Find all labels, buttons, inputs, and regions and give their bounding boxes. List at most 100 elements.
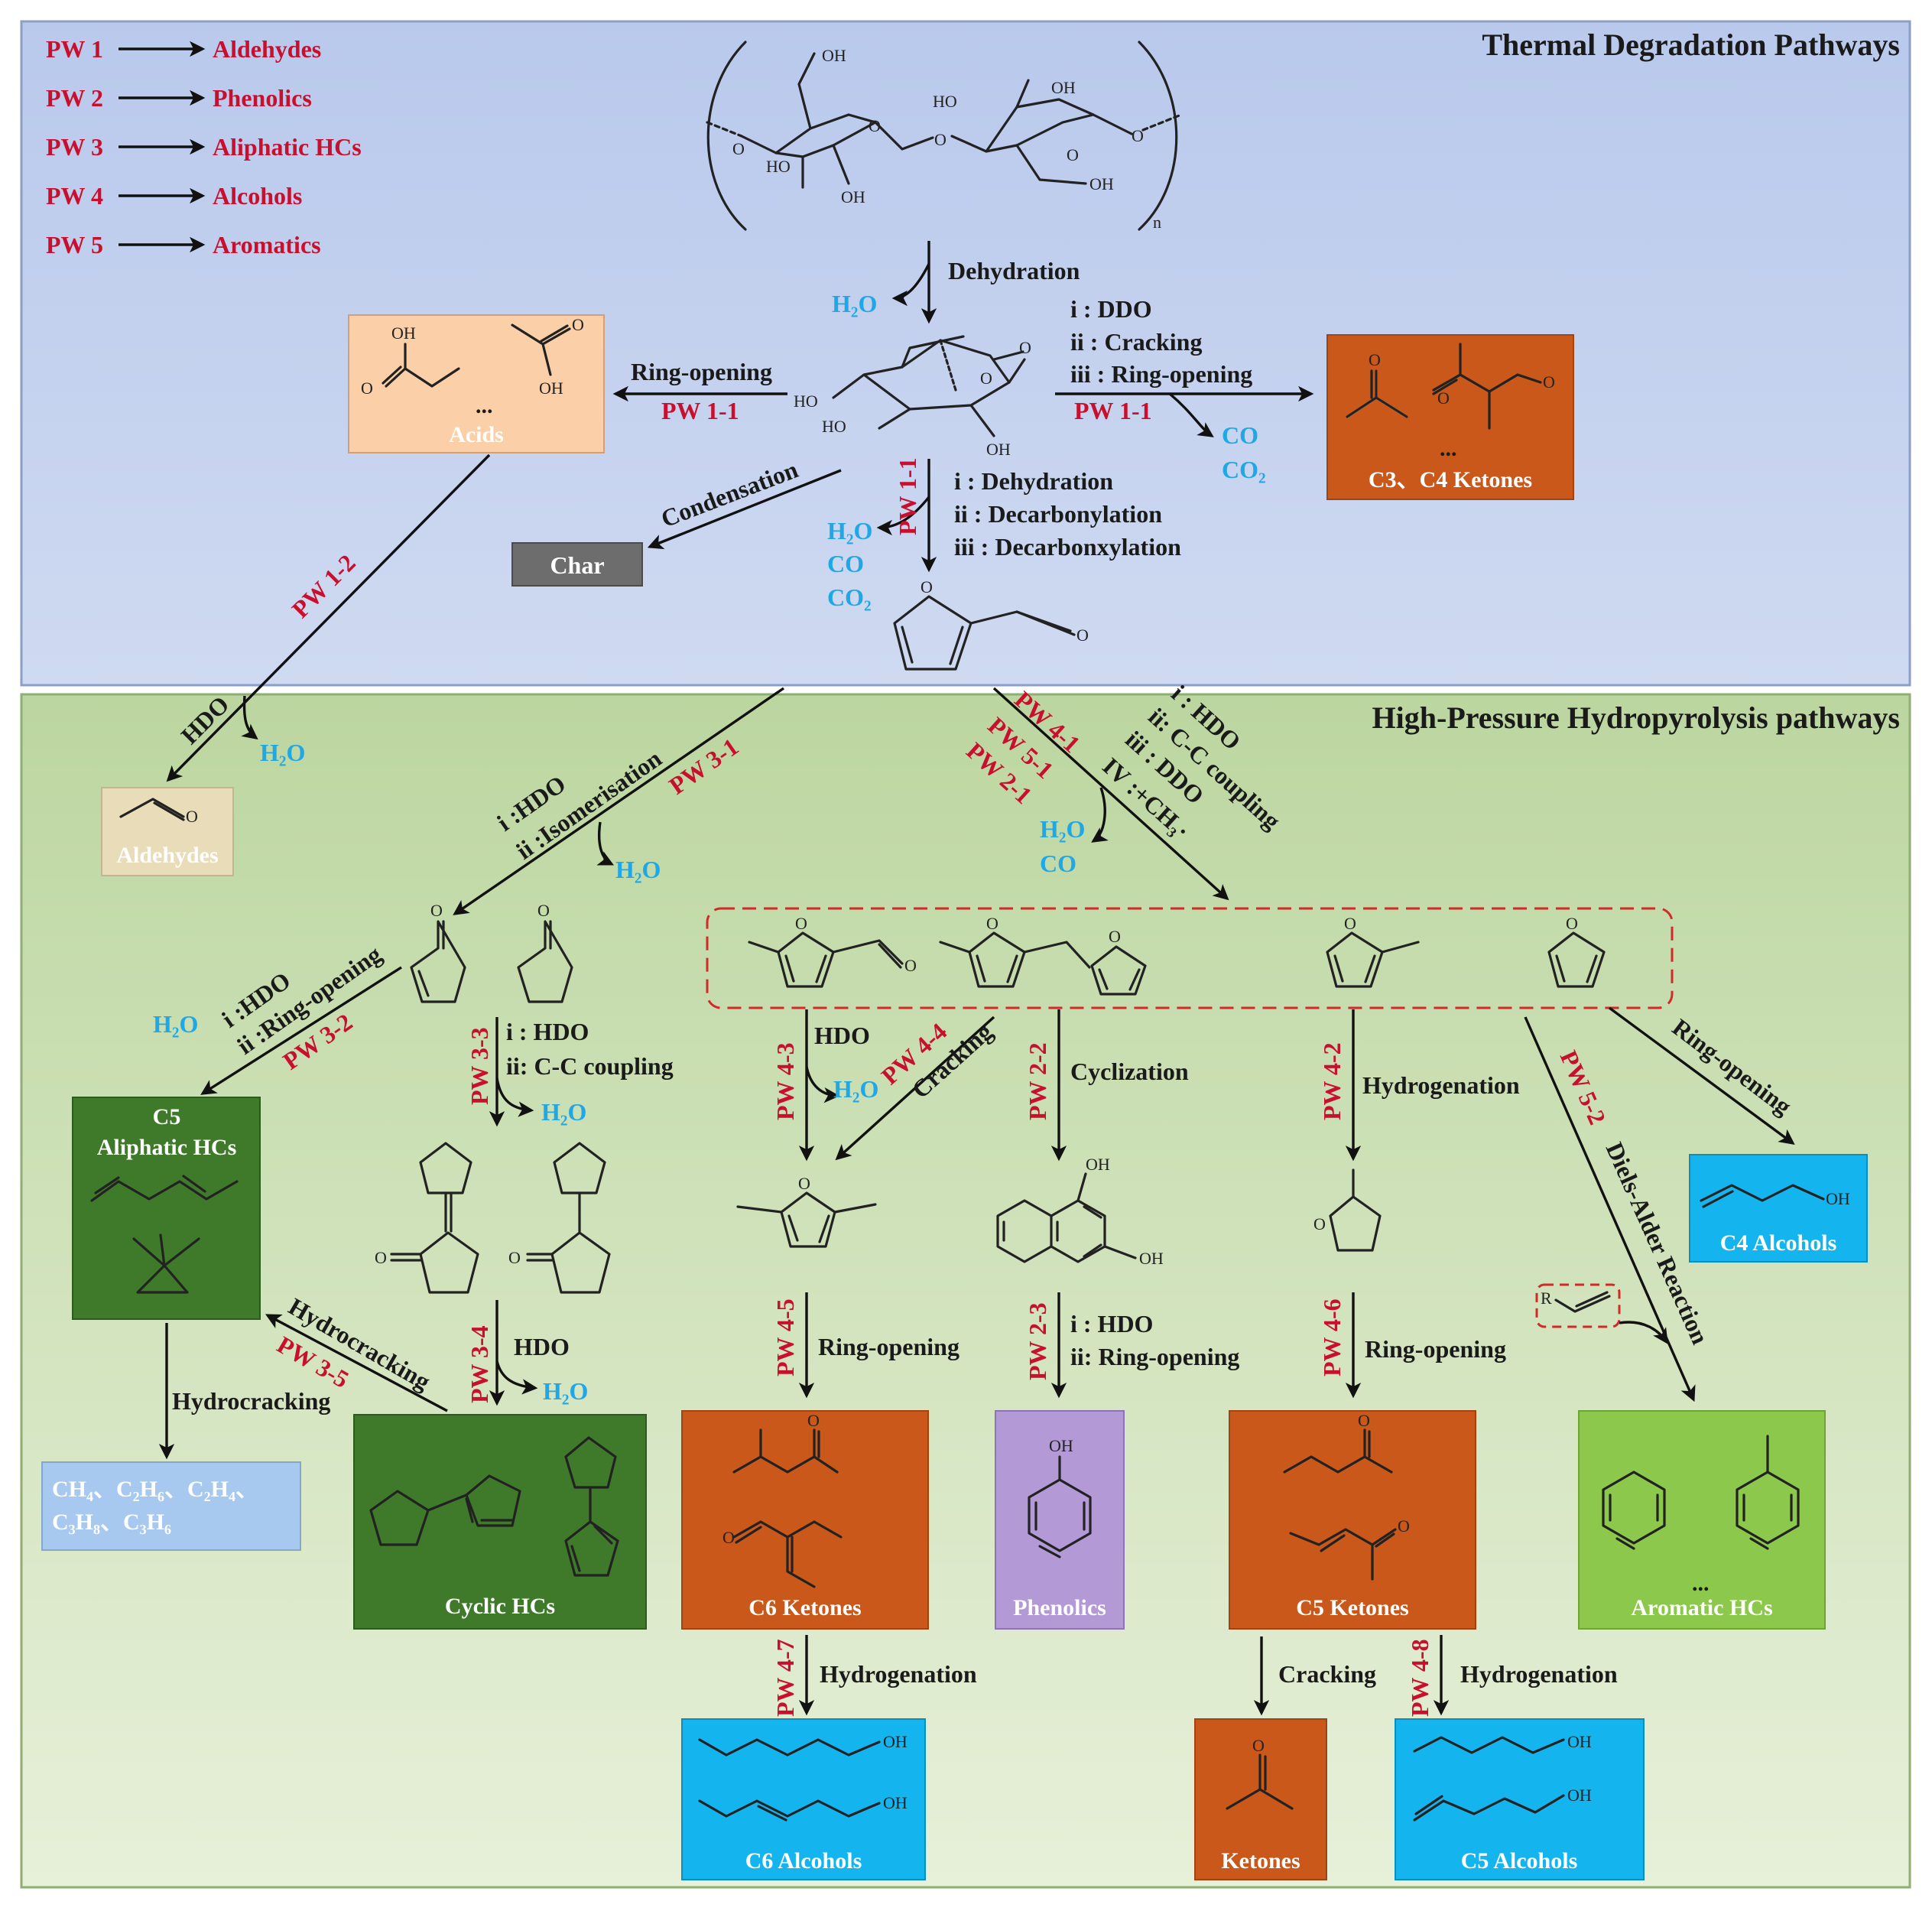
h2o-furfural: H₂O <box>827 517 872 544</box>
svg-text:OH: OH <box>1826 1189 1850 1208</box>
svg-text:O: O <box>934 130 947 149</box>
c3c4-ketones-structures: O O O ... <box>1346 343 1555 461</box>
svg-text:...: ... <box>476 393 493 418</box>
right-cond-3: iii : Ring-opening <box>1070 360 1252 388</box>
ring-opening-acids-label: Ring-opening <box>631 358 772 385</box>
right-cond-2: ii : Cracking <box>1070 328 1202 356</box>
svg-text:OH: OH <box>1089 174 1114 193</box>
pw43-label: PW 4-3 <box>771 1042 799 1120</box>
svg-text:OH: OH <box>1567 1786 1592 1805</box>
legend: PW 1 Aldehydes PW 2 Phenolics PW 3 Aliph… <box>46 35 362 258</box>
svg-text:...: ... <box>1440 436 1457 461</box>
ketones-box <box>1194 1718 1327 1880</box>
pw47-label: PW 4-7 <box>771 1639 799 1717</box>
svg-text:OH: OH <box>883 1793 908 1812</box>
phenolics-label: Phenolics <box>1013 1595 1106 1620</box>
c5-ketones-box <box>1229 1410 1476 1630</box>
pw42-label: PW 4-2 <box>1318 1042 1346 1120</box>
thermal-panel <box>20 20 1911 687</box>
hydrogenation-42-label: Hydrogenation <box>1362 1071 1520 1099</box>
c5-ketones-label: C5 Ketones <box>1296 1595 1408 1620</box>
c5-aliphatic-box <box>72 1097 261 1320</box>
svg-text:O: O <box>1132 126 1144 145</box>
acids-label: Acids <box>449 422 504 447</box>
svg-text:O: O <box>921 577 933 596</box>
furf-cond-3: iii : Decarbonxylation <box>954 533 1181 561</box>
c5-aliphatic-label-1: C5 <box>153 1104 181 1129</box>
h2o-34: H₂O <box>543 1377 588 1405</box>
c5-aliphatic-structures <box>90 1175 239 1294</box>
cellulose-structure: n OH HO OH O O O OH HO OH O O <box>706 41 1183 232</box>
legend-product-1: Aldehydes <box>213 35 321 63</box>
legend-product-2: Phenolics <box>213 84 312 112</box>
svg-text:HO: HO <box>766 157 791 176</box>
legend-pw-5: PW 5 <box>46 231 103 258</box>
c4-alcohols-label: C4 Alcohols <box>1720 1230 1837 1256</box>
furf-cond-1: i : Dehydration <box>954 467 1113 495</box>
svg-text:O: O <box>1358 1411 1370 1430</box>
svg-text:OH: OH <box>883 1732 908 1751</box>
svg-text:O: O <box>1076 626 1089 645</box>
cyclopentanones-structures: O O <box>410 901 573 1003</box>
svg-text:O: O <box>1437 388 1450 408</box>
ring-opening-45-label: Ring-opening <box>818 1333 960 1360</box>
svg-text:O: O <box>795 914 807 933</box>
hdo-43-label: HDO <box>814 1022 870 1049</box>
svg-text:R: R <box>1541 1289 1552 1308</box>
dienophile-structure: R <box>1541 1289 1611 1313</box>
right-cond-1: i : DDO <box>1070 295 1152 323</box>
cracking-k-label: Cracking <box>1278 1660 1376 1688</box>
char-label: Char <box>550 551 604 579</box>
svg-text:OH: OH <box>1049 1436 1073 1455</box>
hydropyrolysis-title: High-Pressure Hydropyrolysis pathways <box>1372 700 1900 735</box>
h2o-isomerisation: H₂O <box>615 856 661 883</box>
svg-text:OH: OH <box>841 187 865 206</box>
svg-text:OH: OH <box>1051 78 1076 97</box>
furfural-structure: O O <box>893 577 1089 671</box>
char-box <box>511 542 643 587</box>
dimethylfuran-structure: O <box>736 1174 877 1248</box>
h2o-dehydration: H₂O <box>832 290 877 317</box>
svg-text:O: O <box>1019 338 1031 357</box>
ring-opening-46-label: Ring-opening <box>1365 1335 1506 1363</box>
svg-text:O: O <box>1067 145 1079 164</box>
aldehydes-structure: O <box>119 798 198 826</box>
svg-text:OH: OH <box>1086 1155 1110 1174</box>
svg-text:O: O <box>807 1411 820 1430</box>
pw45-label: PW 4-5 <box>771 1298 799 1376</box>
c3c4-ketones-box <box>1326 334 1574 500</box>
svg-text:O: O <box>1566 914 1578 933</box>
svg-text:n: n <box>1153 213 1161 232</box>
c5-ketones-structures: O O <box>1283 1411 1410 1581</box>
c6-alcohols-label: C6 Alcohols <box>745 1848 862 1874</box>
legend-pw-3: PW 3 <box>46 133 103 161</box>
c4-alcohols-box <box>1689 1154 1868 1263</box>
c6-ketones-label: C6 Ketones <box>748 1595 861 1620</box>
pw34-label: PW 3-4 <box>466 1325 493 1403</box>
aromatic-hcs-box <box>1578 1410 1826 1630</box>
h2o-aldehydes: H₂O <box>260 739 305 766</box>
ketones-label: Ketones <box>1221 1848 1300 1874</box>
furan-derivatives-structures: O O O O O O <box>748 914 1606 996</box>
pw48-label: PW 4-8 <box>1406 1639 1434 1717</box>
svg-text:O: O <box>430 901 443 920</box>
svg-text:O: O <box>572 315 584 334</box>
legend-pw-1: PW 1 <box>46 35 103 63</box>
svg-text:OH: OH <box>822 46 846 65</box>
legend-product-5: Aromatics <box>213 231 321 258</box>
aldehydes-box <box>101 787 234 876</box>
svg-text:O: O <box>732 139 745 158</box>
hydrogenation-48-label: Hydrogenation <box>1460 1660 1618 1688</box>
pw46-label: PW 4-6 <box>1318 1298 1346 1376</box>
c6-ketones-box <box>681 1410 929 1630</box>
svg-text:O: O <box>1369 350 1381 369</box>
aromatic-hcs-structures: ... <box>1602 1435 1800 1596</box>
legend-pw-2: PW 2 <box>46 84 103 112</box>
svg-text:O: O <box>798 1174 810 1193</box>
svg-text:O: O <box>1313 1214 1326 1233</box>
svg-text:O: O <box>1252 1736 1265 1755</box>
pw11-vertical-label: PW 1-1 <box>894 457 921 535</box>
ketones-structure: O <box>1226 1736 1294 1810</box>
cc-cond-1: i : HDO <box>506 1018 589 1045</box>
legend-product-3: Aliphatic HCs <box>213 133 362 161</box>
